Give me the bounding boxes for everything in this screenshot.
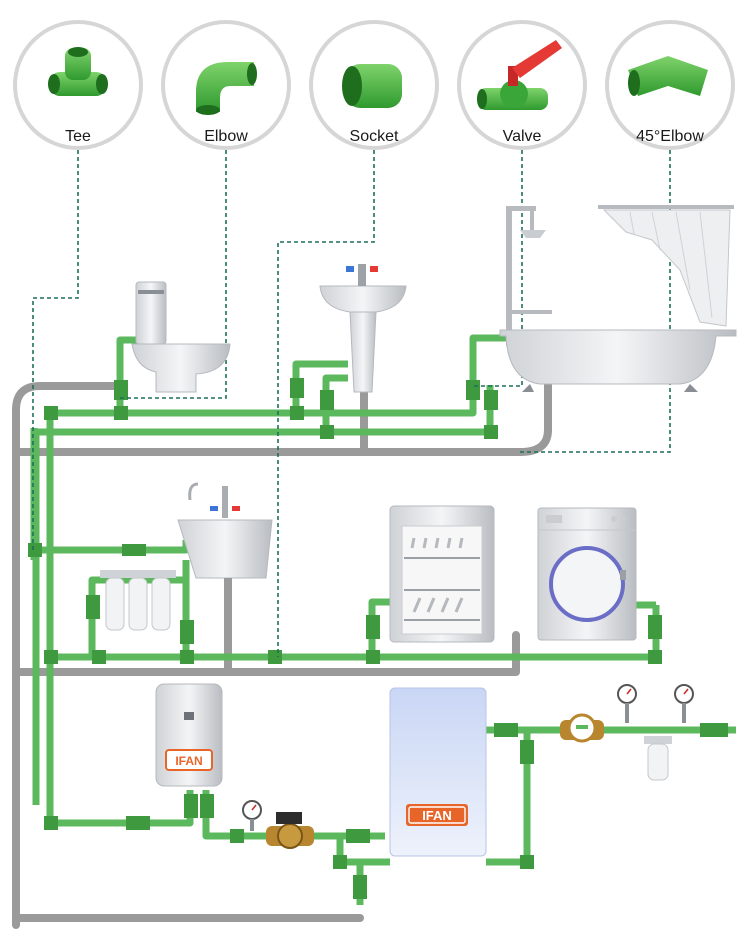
- boiler-icon: IFAN: [389, 687, 487, 857]
- water-filter-icon: [644, 736, 672, 781]
- fitting-socket: Socket: [309, 20, 439, 150]
- fitting-valve: Valve: [457, 20, 587, 150]
- basin-icon: [319, 264, 407, 393]
- elbow-fitting-icon: [196, 62, 257, 115]
- tee-fitting-icon: [48, 47, 108, 96]
- socket-fitting-icon: [342, 64, 402, 108]
- dishwasher-icon: [389, 505, 495, 643]
- valve-fitting-icon: [477, 40, 562, 110]
- water-filter-icon: [100, 570, 176, 631]
- heater-logo: IFAN: [175, 754, 202, 768]
- water-heater-icon: IFAN: [155, 683, 223, 787]
- pump-icon: [266, 812, 314, 849]
- fitting-label: Tee: [65, 128, 91, 145]
- fitting-label: Socket: [350, 128, 399, 145]
- pressure-gauge-icon: [242, 800, 262, 831]
- fitting-45-elbow: 45°Elbow: [605, 20, 735, 150]
- fitting-tee: Tee: [13, 20, 143, 150]
- bathtub-icon: [499, 206, 737, 392]
- water-meter-icon: [560, 713, 604, 743]
- boiler-logo: IFAN: [422, 808, 452, 823]
- fitting-label: 45°Elbow: [636, 128, 704, 145]
- kitchen-sink-icon: [177, 482, 273, 592]
- pipe-joints: [28, 378, 728, 899]
- elbow-45-fitting-icon: [628, 56, 708, 96]
- washing-machine-icon: [537, 507, 637, 641]
- fitting-label: Elbow: [204, 128, 248, 145]
- drain-pipes: [12, 368, 552, 929]
- toilet-icon: [131, 281, 231, 393]
- pressure-gauge-icon: [617, 684, 637, 723]
- fitting-label: Valve: [503, 128, 542, 145]
- pressure-gauge-icon: [674, 684, 694, 723]
- fitting-elbow: Elbow: [161, 20, 291, 150]
- shower-curtain-icon: [598, 205, 734, 327]
